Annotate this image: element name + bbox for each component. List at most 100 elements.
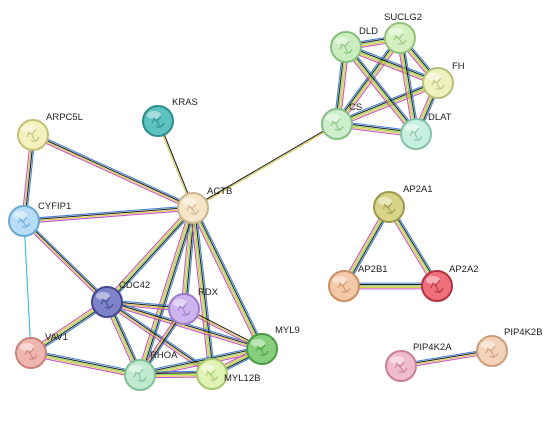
node-arpc5l[interactable]: ARPC5L bbox=[17, 112, 83, 151]
edge-evidence-strand bbox=[195, 207, 216, 375]
edge-evidence-strand bbox=[398, 37, 416, 135]
edge-evidence-strand bbox=[346, 45, 440, 83]
node-fh[interactable]: FH bbox=[422, 61, 465, 99]
node-bubble[interactable] bbox=[330, 31, 362, 63]
node-bubble[interactable] bbox=[142, 105, 174, 137]
edge-evidence-strand bbox=[33, 132, 195, 207]
node-label: AP2A2 bbox=[449, 264, 479, 275]
edge-evidence-strand bbox=[193, 207, 214, 375]
node-ap2a2[interactable]: AP2A2 bbox=[421, 264, 479, 302]
edge-evidence-strand bbox=[106, 207, 194, 303]
edge-evidence-strand bbox=[193, 206, 264, 349]
edge-suclg2-dlat[interactable] bbox=[396, 36, 420, 136]
edge-evidence-strand bbox=[142, 208, 197, 377]
edge-evidence-strand bbox=[396, 37, 414, 136]
node-pip4k2a[interactable]: PIP4K2A bbox=[385, 342, 452, 382]
edge-cyfip1-cdc42[interactable] bbox=[21, 218, 110, 305]
edge-evidence-strand bbox=[192, 124, 338, 210]
edge-evidence-strand bbox=[334, 35, 399, 123]
edge-vav1-rhoa[interactable] bbox=[29, 349, 142, 379]
node-highlight bbox=[427, 73, 441, 81]
edge-evidence-strand bbox=[399, 37, 417, 135]
node-highlight bbox=[389, 28, 403, 36]
edge-evidence-strand bbox=[24, 218, 110, 301]
protein-structure-icon bbox=[337, 280, 351, 293]
protein-structure-icon bbox=[151, 115, 165, 128]
node-highlight bbox=[20, 343, 34, 351]
edge-evidence-strand bbox=[402, 36, 420, 135]
node-cdc42[interactable]: CDC42 bbox=[91, 280, 150, 318]
node-label: VAV1 bbox=[45, 332, 68, 343]
node-bubble[interactable] bbox=[421, 270, 453, 302]
edge-evidence-strand bbox=[31, 349, 142, 373]
edge-dld-dlat[interactable] bbox=[343, 44, 419, 137]
edge-actb-cs[interactable] bbox=[192, 122, 338, 210]
node-cs[interactable]: CS bbox=[321, 102, 362, 140]
node-rdx[interactable]: RDX bbox=[168, 287, 219, 325]
edge-arpc5l-actb[interactable] bbox=[31, 132, 195, 211]
edge-evidence-strand bbox=[107, 208, 195, 304]
edge-evidence-strand bbox=[31, 136, 193, 211]
node-myl9[interactable]: MYL9 bbox=[246, 325, 300, 365]
edge-evidence-strand bbox=[32, 133, 194, 208]
node-rhoa[interactable]: RHOA bbox=[124, 350, 178, 391]
node-highlight bbox=[326, 114, 340, 122]
node-highlight bbox=[426, 276, 440, 284]
edge-evidence-strand bbox=[140, 207, 195, 376]
node-bubble[interactable] bbox=[15, 337, 47, 369]
node-label: CS bbox=[349, 102, 362, 113]
node-bubble[interactable] bbox=[124, 359, 156, 391]
edge-actb-rhoa[interactable] bbox=[136, 206, 197, 377]
node-bubble[interactable] bbox=[17, 119, 49, 151]
protein-structure-icon bbox=[393, 33, 407, 45]
node-bubble[interactable] bbox=[422, 67, 454, 99]
protein-structure-icon bbox=[430, 279, 444, 293]
node-bubble[interactable] bbox=[168, 293, 200, 325]
node-dlat[interactable]: DLAT bbox=[400, 112, 452, 150]
node-highlight bbox=[201, 364, 215, 372]
protein-structure-icon bbox=[205, 369, 219, 381]
edge-evidence-strand bbox=[192, 207, 263, 350]
edge-evidence-strand bbox=[105, 303, 262, 352]
node-suclg2[interactable]: SUCLG2 bbox=[384, 12, 422, 54]
node-cyfip1[interactable]: CYFIP1 bbox=[8, 201, 71, 237]
edge-actb-myl9[interactable] bbox=[189, 206, 266, 351]
node-highlight bbox=[481, 341, 495, 349]
node-bubble[interactable] bbox=[321, 108, 353, 140]
node-vav1[interactable]: VAV1 bbox=[15, 332, 68, 369]
node-label: MYL9 bbox=[275, 325, 300, 336]
node-actb[interactable]: ACTB bbox=[177, 186, 232, 224]
node-bubble[interactable] bbox=[400, 118, 432, 150]
edge-cyfip1-vav1[interactable] bbox=[23, 220, 32, 354]
edge-evidence-strand bbox=[345, 46, 417, 135]
node-myl12b[interactable]: MYL12B bbox=[196, 358, 260, 390]
node-bubble[interactable] bbox=[476, 335, 508, 367]
protein-structure-icon bbox=[100, 296, 114, 309]
edge-evidence-strand bbox=[180, 207, 191, 310]
edge-evidence-strand bbox=[191, 207, 212, 375]
edge-evidence-strand bbox=[30, 351, 141, 375]
edge-evidence-strand bbox=[22, 220, 108, 304]
edge-actb-cdc42[interactable] bbox=[104, 205, 196, 305]
edge-dld-fh[interactable] bbox=[344, 43, 440, 87]
edge-evidence-strand bbox=[106, 302, 213, 376]
edge-evidence-strand bbox=[23, 220, 32, 354]
node-kras[interactable]: KRAS bbox=[142, 97, 198, 137]
edge-evidence-strand bbox=[191, 208, 262, 351]
node-label: AP2A1 bbox=[403, 184, 433, 195]
edge-cyfip1-actb[interactable] bbox=[23, 205, 194, 224]
edge-evidence-strand bbox=[104, 205, 192, 301]
edge-evidence-strand bbox=[189, 207, 210, 375]
node-bubble[interactable] bbox=[328, 270, 360, 302]
protein-structure-icon bbox=[339, 40, 353, 54]
node-bubble[interactable] bbox=[91, 286, 123, 318]
edge-actb-myl12b[interactable] bbox=[189, 207, 216, 375]
node-ap2a1[interactable]: AP2A1 bbox=[373, 184, 433, 223]
node-label: PIP4K2A bbox=[413, 342, 452, 353]
edge-evidence-strand bbox=[108, 209, 196, 305]
node-dld[interactable]: DLD bbox=[330, 26, 378, 63]
node-ap2b1[interactable]: AP2B1 bbox=[328, 264, 388, 302]
protein-structure-icon bbox=[382, 202, 396, 214]
node-pip4k2b[interactable]: PIP4K2B bbox=[476, 327, 543, 367]
